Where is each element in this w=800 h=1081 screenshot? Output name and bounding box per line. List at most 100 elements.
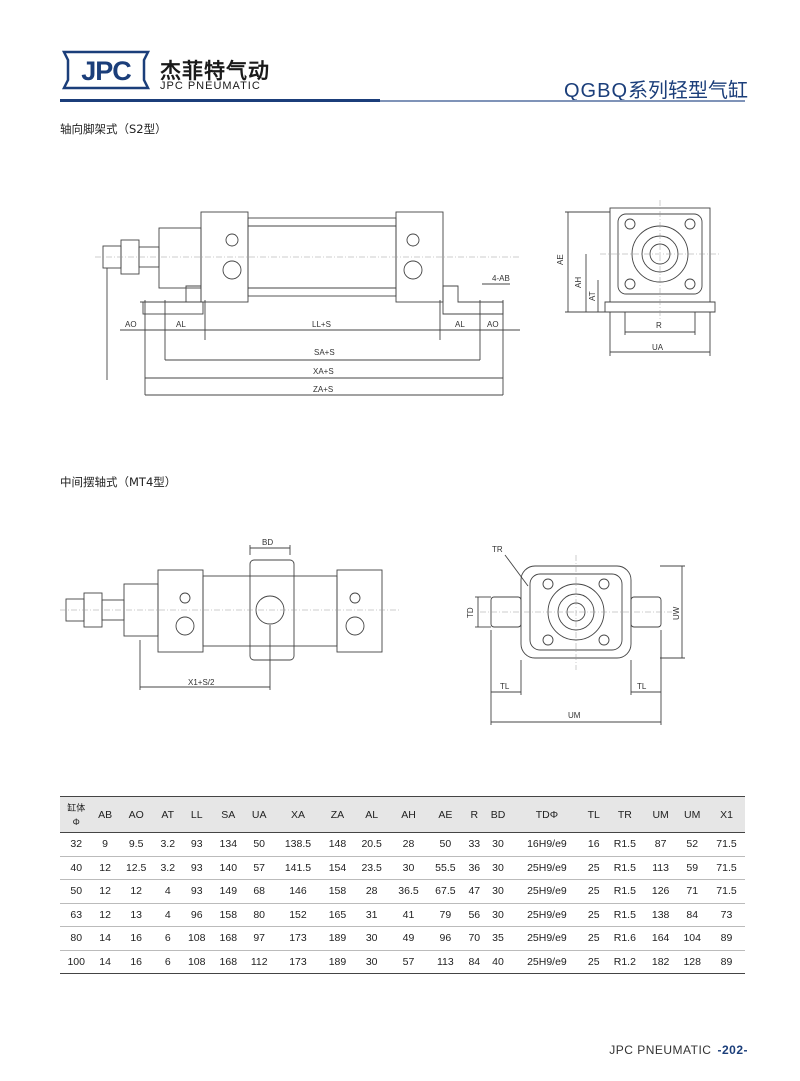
dim-ae: AE bbox=[556, 254, 565, 265]
table-cell: 71.5 bbox=[708, 832, 745, 857]
table-cell: 182 bbox=[644, 950, 677, 974]
dim-ao-left: AO bbox=[125, 320, 137, 329]
table-cell: 28 bbox=[390, 832, 427, 857]
drawing-s2-side-view: AO AL LL+S AL AO SA+S XA+S ZA+S 4-AB AE … bbox=[95, 200, 720, 396]
table-header-cell: XA bbox=[274, 796, 322, 833]
series-code: QGBQ bbox=[563, 80, 628, 102]
table-header-cell: ZA bbox=[321, 796, 354, 833]
table-cell: 30 bbox=[484, 879, 512, 904]
table-cell: 67.5 bbox=[426, 879, 464, 904]
table-cell: 165 bbox=[321, 903, 354, 927]
dim-al-left: AL bbox=[176, 320, 186, 329]
table-cell: 93 bbox=[180, 832, 213, 857]
table-cell: 71.5 bbox=[708, 879, 745, 904]
table-header-cell: UM bbox=[644, 796, 677, 833]
page-header: JPC 杰菲特气动 JPC PNEUMATIC QGBQ系列轻型气缸 bbox=[0, 0, 800, 105]
table-header-cell: AL bbox=[353, 796, 391, 833]
table-cell: 30 bbox=[353, 926, 391, 951]
table-cell: 55.5 bbox=[426, 856, 464, 880]
table-header-cell: SA bbox=[212, 796, 245, 833]
table-cell: 146 bbox=[274, 879, 322, 904]
dim-sa-s: SA+S bbox=[314, 348, 335, 357]
table-cell: 173 bbox=[274, 926, 322, 951]
table-cell: 3.2 bbox=[154, 832, 181, 857]
table-cell: 50 bbox=[244, 832, 275, 857]
dim-um: UM bbox=[568, 711, 581, 720]
table-cell: 47 bbox=[463, 879, 485, 904]
header-rule-light bbox=[380, 99, 745, 102]
dim-ao-right: AO bbox=[487, 320, 499, 329]
table-cell: 71 bbox=[676, 879, 709, 904]
dim-tr: TR bbox=[492, 545, 503, 554]
table-header-cell: TR bbox=[604, 796, 645, 833]
table-cell: 112 bbox=[244, 950, 275, 974]
table-cell: 113 bbox=[644, 856, 677, 880]
table-cell-bore: 50 bbox=[60, 879, 93, 904]
table-cell: 30 bbox=[484, 856, 512, 880]
table-cell: 41 bbox=[390, 903, 427, 927]
table-cell: 36 bbox=[463, 856, 485, 880]
table-cell: 80 bbox=[244, 903, 275, 927]
table-cell-bore: 63 bbox=[60, 903, 93, 927]
table-cell: 79 bbox=[426, 903, 464, 927]
table-cell: 16 bbox=[117, 926, 155, 951]
table-cell: 108 bbox=[180, 926, 213, 951]
table-cell: 25H9/e9 bbox=[511, 856, 583, 880]
table-header-cell: AO bbox=[117, 796, 155, 833]
dim-ll-s: LL+S bbox=[312, 320, 331, 329]
table-cell: 12 bbox=[92, 903, 118, 927]
brand-name-cn: 杰菲特气动 bbox=[160, 59, 270, 83]
table-cell: 134 bbox=[212, 832, 245, 857]
table-cell: 158 bbox=[321, 879, 354, 904]
table-cell: 31 bbox=[353, 903, 391, 927]
table-cell: 3.2 bbox=[154, 856, 181, 880]
dim-ah: AH bbox=[574, 277, 583, 288]
table-cell: 50 bbox=[426, 832, 464, 857]
footer-brand: JPC PNEUMATIC bbox=[609, 1043, 712, 1057]
table-cell: 12 bbox=[92, 879, 118, 904]
table-cell: 16 bbox=[117, 950, 155, 974]
table-cell: 71.5 bbox=[708, 856, 745, 880]
table-cell: 40 bbox=[484, 950, 512, 974]
table-cell: 16H9/e9 bbox=[511, 832, 583, 857]
brand-name-en: JPC PNEUMATIC bbox=[160, 80, 261, 92]
table-cell: 140 bbox=[212, 856, 245, 880]
table-cell: 13 bbox=[117, 903, 155, 927]
table-cell: 152 bbox=[274, 903, 322, 927]
table-cell: 56 bbox=[463, 903, 485, 927]
table-cell: 104 bbox=[676, 926, 709, 951]
dim-ua: UA bbox=[652, 343, 664, 352]
table-cell: 93 bbox=[180, 856, 213, 880]
dim-x1-s2: X1+S/2 bbox=[188, 678, 215, 687]
table-cell: 70 bbox=[463, 926, 485, 951]
table-cell: 154 bbox=[321, 856, 354, 880]
table-cell: 173 bbox=[274, 950, 322, 974]
table-cell: 6 bbox=[154, 950, 181, 974]
table-cell: 9 bbox=[92, 832, 118, 857]
table-cell: R1.5 bbox=[604, 856, 645, 880]
table-cell: 30 bbox=[484, 832, 512, 857]
section-label-s2: 轴向脚架式（S2型） bbox=[60, 122, 167, 136]
table-cell: 14 bbox=[92, 926, 118, 951]
table-header-cell: TL bbox=[582, 796, 605, 833]
table-cell: 113 bbox=[426, 950, 464, 974]
svg-text:JPC: JPC bbox=[81, 56, 131, 86]
table-header-cell: UM bbox=[676, 796, 709, 833]
page-footer: JPC PNEUMATIC-202- bbox=[609, 1043, 748, 1057]
dim-r: R bbox=[656, 321, 662, 330]
table-cell: 96 bbox=[180, 903, 213, 927]
table-header-cell: BD bbox=[484, 796, 512, 833]
series-title: QGBQ系列轻型气缸 bbox=[564, 74, 748, 103]
dim-bd: BD bbox=[262, 538, 273, 547]
dim-tl-left: TL bbox=[500, 682, 510, 691]
dim-at: AT bbox=[588, 291, 597, 301]
table-cell: 87 bbox=[644, 832, 677, 857]
table-header-cell: TDΦ bbox=[511, 796, 583, 833]
table-cell: 25 bbox=[582, 903, 605, 927]
section-label-mt4: 中间摆轴式（MT4型） bbox=[60, 475, 177, 489]
table-cell: 97 bbox=[244, 926, 275, 951]
table-cell: 158 bbox=[212, 903, 245, 927]
